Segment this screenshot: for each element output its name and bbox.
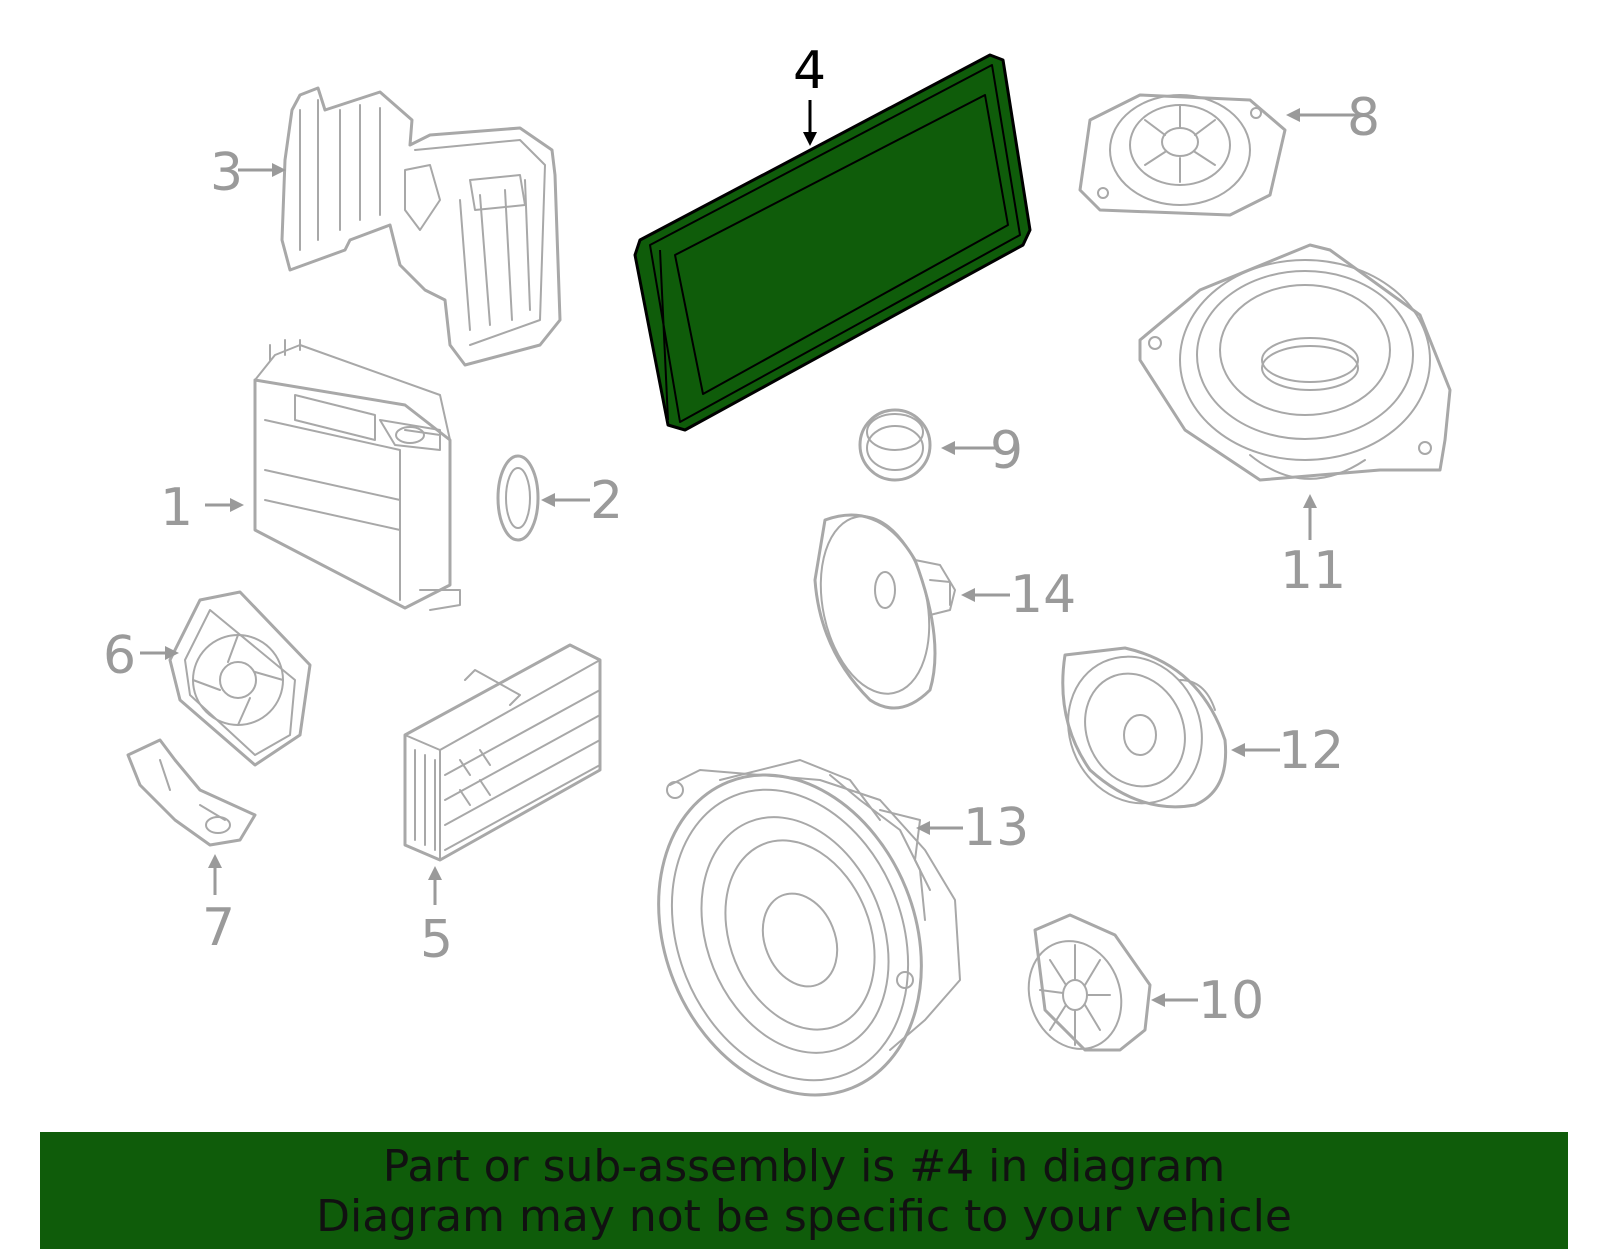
banner-line-1: Part or sub-assembly is #4 in diagram xyxy=(382,1141,1226,1192)
callout-8: 8 xyxy=(1347,88,1380,148)
part-8-tweeter[interactable] xyxy=(1078,93,1287,217)
info-banner: Part or sub-assembly is #4 in diagram Di… xyxy=(40,1132,1568,1249)
part-14-speaker[interactable] xyxy=(805,506,956,710)
part-6-fan[interactable] xyxy=(168,590,312,767)
part-4-display[interactable] xyxy=(633,53,1032,432)
part-12-speaker[interactable] xyxy=(1044,635,1228,826)
part-1-control-unit[interactable] xyxy=(253,339,461,611)
part-5-connector[interactable] xyxy=(403,643,602,862)
callout-labels: 3 4 8 1 2 9 11 6 14 12 7 5 13 10 xyxy=(103,41,1380,1031)
part-7-trim[interactable] xyxy=(126,738,257,847)
callout-10: 10 xyxy=(1198,971,1264,1031)
callout-9: 9 xyxy=(990,421,1023,481)
callout-2: 2 xyxy=(590,471,623,531)
callout-7: 7 xyxy=(202,898,235,958)
callout-3: 3 xyxy=(210,143,243,203)
callout-13: 13 xyxy=(963,798,1029,858)
callout-6: 6 xyxy=(103,626,136,686)
callout-5: 5 xyxy=(420,910,453,970)
callout-11: 11 xyxy=(1280,541,1346,601)
part-3-bracket[interactable] xyxy=(280,86,562,367)
part-9-grommet[interactable] xyxy=(858,408,932,482)
callout-12: 12 xyxy=(1278,721,1344,781)
callout-14: 14 xyxy=(1010,565,1076,625)
callout-4: 4 xyxy=(793,41,826,101)
banner-line-2: Diagram may not be specific to your vehi… xyxy=(316,1191,1292,1242)
part-11-speaker[interactable] xyxy=(1138,243,1452,482)
part-2-ring[interactable] xyxy=(496,454,540,542)
part-10-tweeter[interactable] xyxy=(1014,913,1152,1062)
part-13-woofer[interactable] xyxy=(612,735,967,1135)
leader-arrows xyxy=(140,100,1360,1007)
callout-1: 1 xyxy=(160,478,193,538)
